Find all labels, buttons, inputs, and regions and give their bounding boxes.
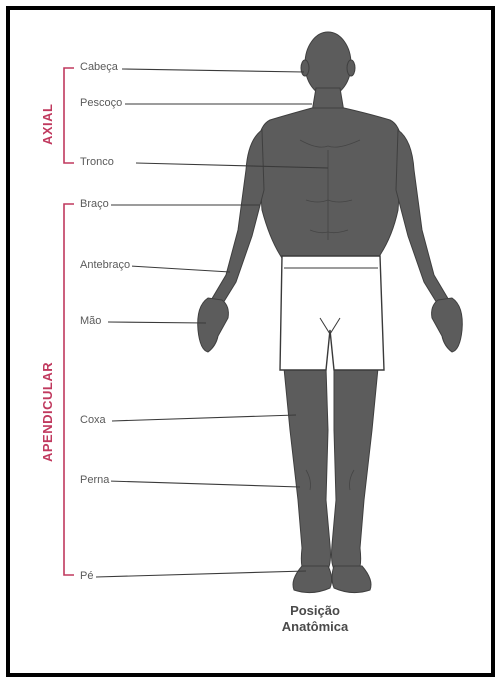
label-leg: Perna [80, 474, 111, 486]
right-foot-shape [332, 566, 371, 593]
caption-line-1: Posição [260, 603, 370, 619]
left-foot-shape [293, 566, 332, 593]
leader-leg [108, 481, 300, 487]
figure-caption: Posição Anatômica [260, 603, 370, 635]
appendicular-bracket [64, 204, 74, 575]
leader-head [122, 69, 304, 72]
left-leg-shape [284, 368, 331, 572]
leader-hand [108, 322, 206, 323]
label-head: Cabeça [80, 61, 120, 73]
leader-thigh [112, 415, 296, 421]
caption-line-2: Anatômica [260, 619, 370, 635]
label-neck: Pescoço [80, 97, 124, 109]
right-hand-shape [432, 298, 463, 352]
label-foot: Pé [80, 570, 95, 582]
right-arm-shape [396, 130, 450, 308]
shorts [280, 256, 384, 370]
leader-forearm [130, 266, 230, 272]
left-hand-shape [198, 298, 229, 352]
group-label-axial: AXIAL [40, 104, 55, 146]
head-shape [305, 32, 351, 96]
group-label-appendicular: APENDICULAR [40, 362, 55, 462]
axial-bracket [64, 68, 74, 163]
label-arm: Braço [80, 198, 111, 210]
torso-shape [258, 108, 402, 258]
label-thigh: Coxa [80, 414, 108, 426]
right-leg-shape [332, 368, 379, 572]
label-forearm: Antebraço [80, 259, 132, 271]
left-arm-shape [210, 130, 264, 308]
label-trunk: Tronco [80, 156, 116, 168]
leader-foot [96, 571, 306, 577]
label-hand: Mão [80, 315, 103, 327]
